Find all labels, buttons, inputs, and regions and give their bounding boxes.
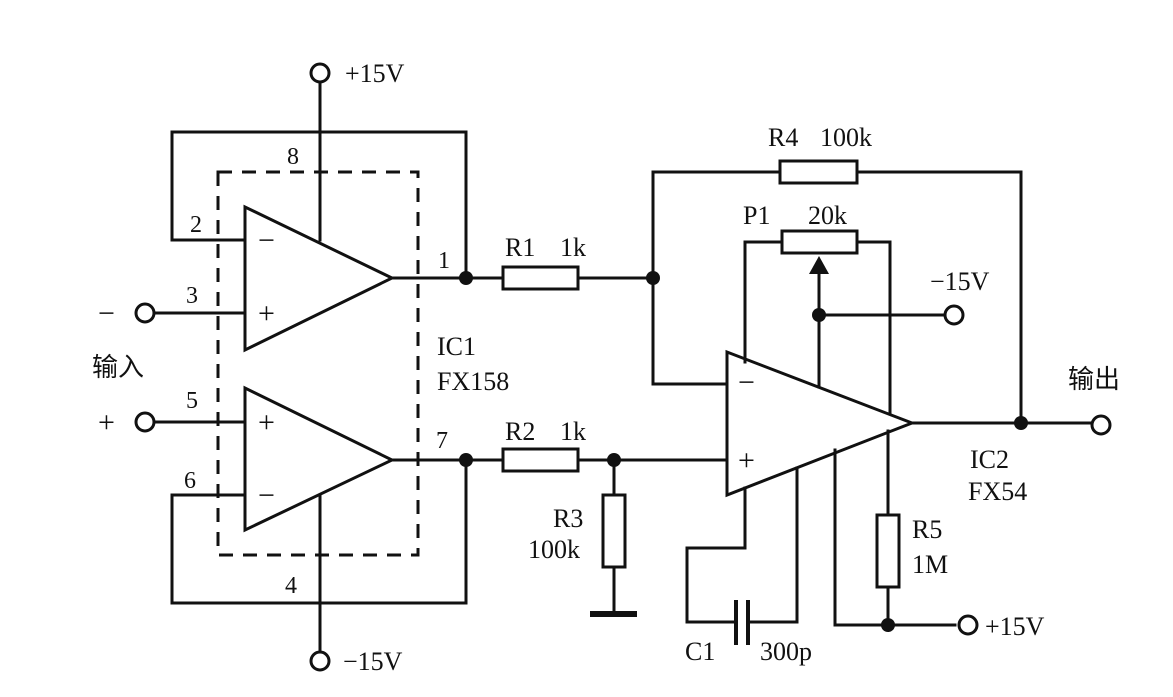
ic1-opamp-a bbox=[243, 204, 396, 353]
ic1-pin-6: 6 bbox=[184, 468, 196, 494]
c1-ref-label: C1 bbox=[685, 637, 715, 666]
pos-supply-terminal-ic2 bbox=[957, 614, 979, 636]
ic1-a-plus-sign: + bbox=[258, 297, 275, 330]
input-label: 输入 bbox=[92, 353, 144, 382]
ic2-minus-sign: − bbox=[738, 366, 755, 399]
neg-supply-terminal-ic2 bbox=[943, 304, 965, 326]
pos-supply-label-ic2: +15V bbox=[985, 612, 1045, 641]
ic1-pin-7: 7 bbox=[436, 428, 448, 454]
neg-supply-label-ic1: −15V bbox=[343, 647, 403, 676]
r4-ref-label: R4 bbox=[768, 123, 798, 152]
ic1-a-minus-sign: − bbox=[258, 224, 275, 257]
resistor-r1 bbox=[501, 265, 580, 291]
ic1-b-plus-sign: + bbox=[258, 406, 275, 439]
r3-value-label: 100k bbox=[528, 535, 580, 564]
r3-ref-label: R3 bbox=[553, 504, 583, 533]
input-minus-terminal bbox=[134, 302, 156, 324]
neg-supply-label-ic2: −15V bbox=[930, 267, 990, 296]
r5-value-label: 1M bbox=[912, 550, 948, 579]
r2-ref-label: R2 bbox=[505, 417, 535, 446]
junction-pin7 bbox=[459, 453, 473, 467]
ic1-pin-2: 2 bbox=[190, 212, 202, 238]
pos-supply-terminal-ic1 bbox=[309, 62, 331, 84]
ic2-plus-sign: + bbox=[738, 444, 755, 477]
ic1-b-minus-sign: − bbox=[258, 479, 275, 512]
ic1-pin-1: 1 bbox=[438, 248, 450, 274]
ic1-name-label: IC1 bbox=[437, 332, 476, 361]
potentiometer-p1 bbox=[780, 229, 859, 255]
ic2-part-label: FX54 bbox=[968, 477, 1027, 506]
resistor-r2 bbox=[501, 447, 580, 473]
ic1-pin-5: 5 bbox=[186, 388, 198, 414]
p1-ref-label: P1 bbox=[743, 201, 770, 230]
ic1-pin-3: 3 bbox=[186, 283, 198, 309]
resistor-r3 bbox=[601, 493, 627, 569]
input-plus-terminal bbox=[134, 411, 156, 433]
r1-ref-label: R1 bbox=[505, 233, 535, 262]
r2-value-label: 1k bbox=[560, 417, 586, 446]
ic1-package-outline bbox=[216, 170, 420, 557]
r5-ref-label: R5 bbox=[912, 515, 942, 544]
ic2-name-label: IC2 bbox=[970, 445, 1009, 474]
p1-wiper-arrow bbox=[809, 256, 829, 274]
neg-supply-terminal-ic1 bbox=[309, 650, 331, 672]
input-plus-sign: + bbox=[98, 406, 115, 439]
output-label: 输出 bbox=[1068, 365, 1120, 394]
pos-supply-label-ic1: +15V bbox=[345, 59, 405, 88]
c1-value-label: 300p bbox=[760, 637, 812, 666]
junction-pin1 bbox=[459, 271, 473, 285]
output-terminal bbox=[1090, 414, 1112, 436]
ic1-part-label: FX158 bbox=[437, 367, 509, 396]
r4-value-label: 100k bbox=[820, 123, 872, 152]
resistor-r5 bbox=[875, 513, 901, 589]
ic1-pin-4: 4 bbox=[285, 573, 297, 599]
input-minus-sign: − bbox=[98, 297, 115, 330]
resistor-r4 bbox=[778, 159, 859, 185]
junction-output bbox=[1014, 416, 1028, 430]
r1-value-label: 1k bbox=[560, 233, 586, 262]
p1-value-label: 20k bbox=[808, 201, 847, 230]
ic1-pin-8: 8 bbox=[287, 144, 299, 170]
